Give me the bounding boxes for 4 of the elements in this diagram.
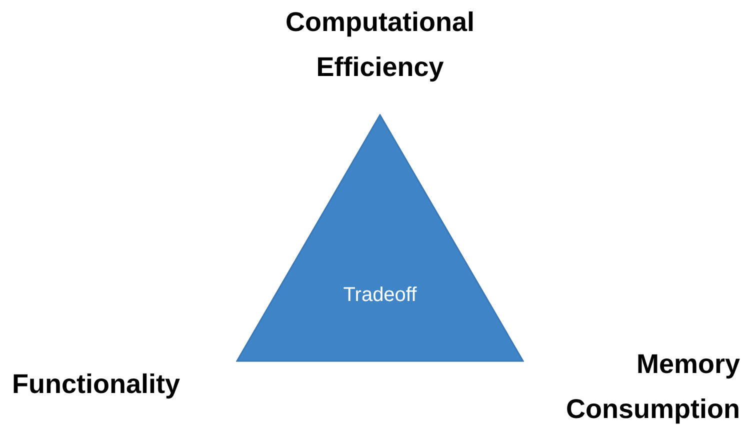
corner-label: Functionality [12, 368, 181, 401]
corner-label: Memory Consumption [565, 348, 740, 425]
node-label: Tradeoff [343, 284, 417, 307]
corner-label: Computational Efficiency [284, 6, 476, 84]
